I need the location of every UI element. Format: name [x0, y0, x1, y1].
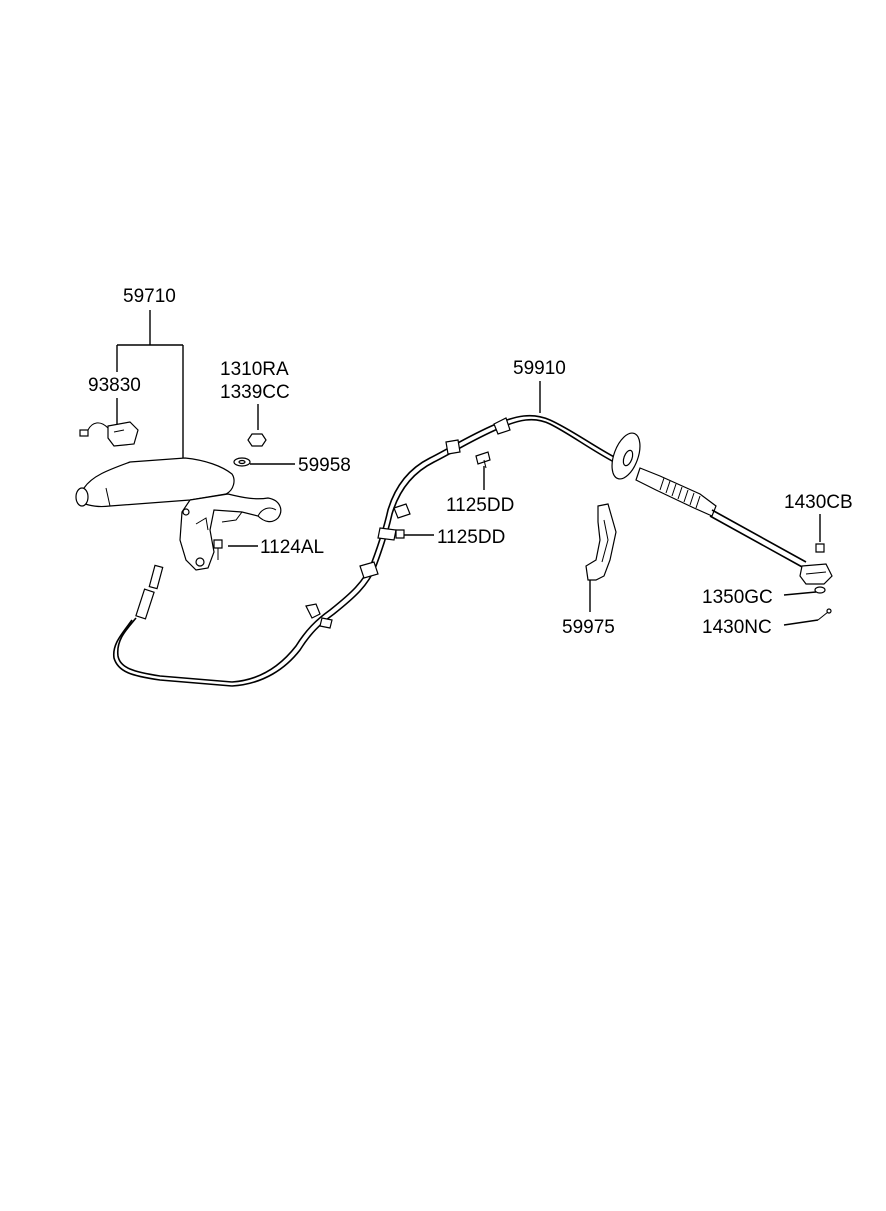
callout-washer: 59958	[298, 455, 351, 476]
callout-cable-bolt-upper: 1125DD	[446, 495, 514, 516]
callout-washer-small: 1350GC	[702, 587, 773, 608]
callout-switch: 93830	[88, 375, 141, 396]
parking-brake-lever-icon	[75, 457, 282, 571]
callout-nut-1: 1310RA	[220, 359, 289, 380]
brake-switch-icon	[79, 421, 139, 447]
equalizer-clevis-icon	[799, 543, 833, 621]
washer-icon	[233, 457, 251, 467]
callout-bracket: 59975	[562, 617, 615, 638]
nut-icon	[247, 433, 267, 447]
callout-clevis-pin: 1430CB	[784, 492, 853, 513]
cable-bracket-icon	[585, 503, 617, 581]
callout-lever-assembly: 59710	[123, 286, 176, 307]
callout-cable-assembly: 59910	[513, 358, 566, 379]
callout-split-pin: 1430NC	[702, 617, 772, 638]
callout-nut-2: 1339CC	[220, 382, 290, 403]
leader-lines	[116, 310, 821, 626]
callout-cable-bolt-lower: 1125DD	[437, 527, 505, 548]
callout-lever-bolt: 1124AL	[260, 537, 324, 558]
brake-cable-icon	[112, 414, 807, 687]
